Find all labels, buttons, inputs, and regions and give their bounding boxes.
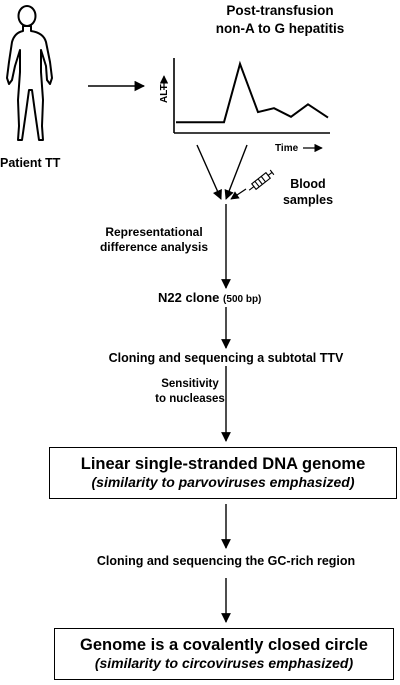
clone-label: N22 clone (500 bp): [158, 290, 358, 305]
chart-title-line-2: non-A to G hepatitis: [215, 21, 345, 36]
gc-step-label: Cloning and sequencing the GC-rich regio…: [96, 554, 356, 568]
clone-name: N22 clone: [158, 290, 220, 305]
subtotal-step-label: Cloning and sequencing a subtotal TTV: [108, 351, 344, 365]
box-linear-subtitle: (similarity to parvoviruses emphasized): [91, 474, 355, 490]
blood-label-line-2: samples: [282, 193, 334, 207]
rda-line-1: Representational: [105, 225, 203, 239]
chart-title: Post-transfusion non-A to G hepatitis: [200, 2, 360, 38]
alt-series-line: [176, 60, 329, 124]
arrow-blood-to-junction: [230, 188, 247, 200]
patient-label: Patient TT: [0, 156, 61, 170]
chart-title-line-1: Post-transfusion: [226, 3, 334, 18]
alt-chart-axes: [173, 58, 330, 134]
result-box-linear: Linear single-stranded DNA genome (simil…: [49, 447, 397, 499]
box-circle-title: Genome is a covalently closed circle: [80, 636, 368, 654]
arrow-sample-left: [196, 144, 222, 200]
arrow-sample-right: [224, 144, 248, 200]
sens-line-2: to nucleases: [155, 393, 225, 405]
sens-line-1: Sensitivity: [161, 378, 219, 390]
box-linear-title: Linear single-stranded DNA genome: [80, 455, 366, 473]
chart-xlabel: Time: [275, 143, 299, 154]
blood-label-line-1: Blood: [290, 177, 326, 191]
result-box-circle: Genome is a covalently closed circle (si…: [54, 628, 394, 680]
syringe-icon: [248, 169, 275, 191]
chart-ylabel: ALT: [159, 84, 170, 103]
clone-size: (500 bp): [223, 294, 262, 305]
sensitivity-step-label: Sensitivity to nucleases: [150, 377, 230, 407]
human-figure-icon: [6, 5, 53, 141]
rda-step-label: Representational difference analysis: [84, 225, 224, 255]
box-circle-subtitle: (similarity to circoviruses emphasized): [94, 655, 354, 671]
rda-line-2: difference analysis: [99, 240, 209, 254]
blood-samples-label: Blood samples: [268, 176, 348, 208]
